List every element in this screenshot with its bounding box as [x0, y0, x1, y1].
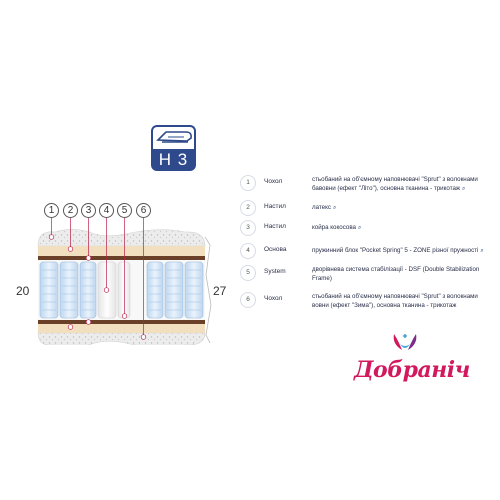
layer-description: пружинний блок "Pocket Spring" 5 - ZONE … — [312, 247, 484, 254]
layer-name: Чохол — [264, 295, 283, 302]
hardness-badge: H 3 — [151, 125, 196, 171]
layer-index: 2 — [240, 200, 256, 216]
section-number: 5 — [117, 203, 132, 218]
mattress-firmness-icon — [151, 125, 196, 149]
magnifier-icon[interactable]: ⌕ — [333, 204, 337, 211]
section-number: 3 — [81, 203, 96, 218]
layer-index: 6 — [240, 292, 256, 308]
layer-row: 4 Основа пружинний блок "Pocket Spring" … — [240, 243, 500, 259]
layer-name: Чохол — [264, 178, 283, 185]
section-number: 2 — [63, 203, 78, 218]
layer-name: Настил — [264, 223, 286, 230]
layer-index: 4 — [240, 243, 256, 259]
layer-row: 3 Настил койра кокосова⌕ — [240, 220, 500, 236]
layer-description: дворівнева система стабілізації - DSF (D… — [312, 266, 480, 282]
mattress-cross-section — [37, 218, 212, 345]
hardness-label: H 3 — [151, 149, 196, 171]
layer-index: 1 — [240, 175, 256, 191]
height-dimension-left: 20 — [16, 284, 30, 298]
layer-description: стьобаний на об'ємному наповнювачі "Spru… — [312, 176, 478, 192]
magnifier-icon[interactable]: ⌕ — [480, 247, 484, 254]
height-dimension-right: 27 — [213, 284, 227, 298]
brand-logo-text: Добраніч — [354, 357, 470, 383]
layer-row: 2 Настил латекс⌕ — [240, 200, 500, 216]
brand-logo-icon — [393, 334, 417, 350]
layer-description: латекс⌕ — [312, 204, 337, 211]
layer-row: 1 Чохол стьобаний на об'ємному наповнюва… — [240, 175, 500, 197]
magnifier-icon[interactable]: ⌕ — [357, 224, 362, 231]
layer-row: 5 System дворівнева система стабілізації… — [240, 265, 500, 287]
layer-index: 5 — [240, 265, 256, 281]
layer-description: койра кокосова⌕ — [312, 224, 362, 231]
magnifier-icon[interactable]: ⌕ — [462, 185, 466, 192]
section-number: 4 — [99, 203, 114, 218]
section-number: 6 — [136, 203, 151, 218]
layer-name: System — [264, 268, 286, 275]
layer-name: Основа — [264, 246, 287, 253]
layer-description: стьобаний на об'ємному наповнювачі "Spru… — [312, 293, 478, 309]
layer-index: 3 — [240, 220, 256, 236]
section-number: 1 — [44, 203, 59, 218]
layer-row: 6 Чохол стьобаний на об'ємному наповнюва… — [240, 292, 500, 314]
layer-name: Настил — [264, 203, 286, 210]
